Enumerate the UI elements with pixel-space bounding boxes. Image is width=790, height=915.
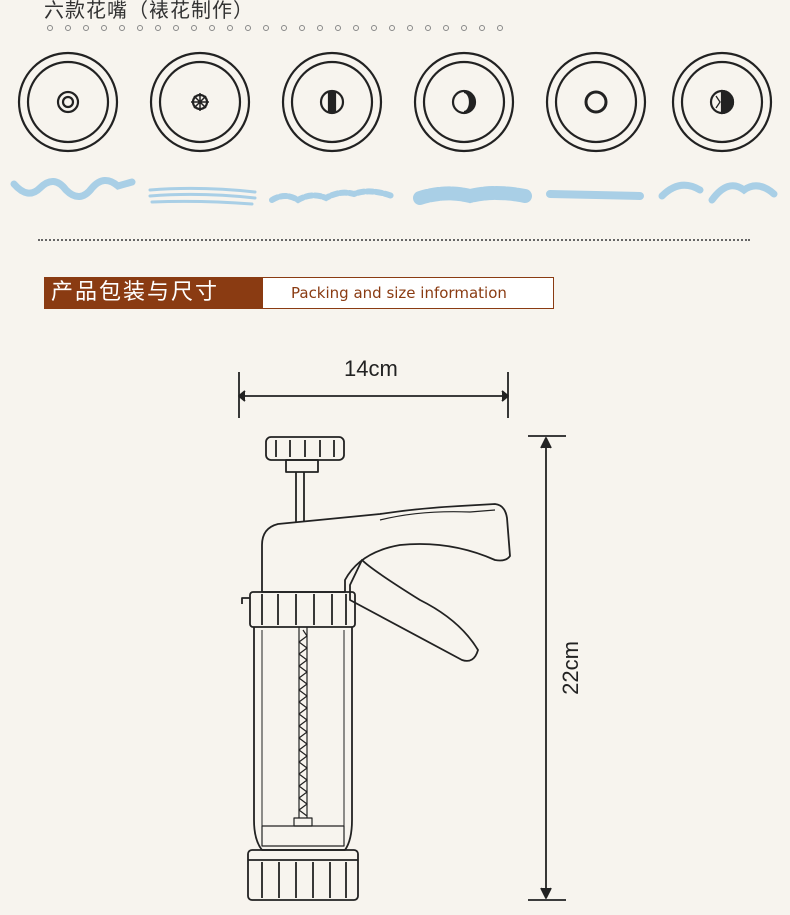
ribbon-icing-sample [148,186,257,206]
barrel [253,627,353,851]
bottom-cap [247,849,359,901]
twist-icing-sample [269,188,395,204]
nozzle-row [17,51,773,153]
double-ring-nozzle-icon [17,51,119,153]
strip-icing-sample [546,190,644,200]
ruffle-icing-sample [413,186,532,205]
decorative-dot-row [47,25,503,31]
barrel-collar [241,591,356,628]
section-header: 产品包装与尺寸 Packing and size information [44,277,554,309]
width-dimension-line [238,372,509,418]
dotted-divider [38,239,750,241]
plunger-rod [295,472,305,522]
leaf-nozzle-icon [671,51,773,153]
crescent-nozzle-icon [413,51,515,153]
cookie-press-drawing [238,372,566,901]
height-dimension-line [528,435,566,901]
arc-icing-sample [658,181,778,204]
height-label: 22cm [558,641,583,695]
ribbon-slot-nozzle-icon [281,51,383,153]
round-nozzle-icon [545,51,647,153]
star-nozzle-icon [149,51,251,153]
press-trigger [349,559,479,662]
inner-threaded-rod [261,627,345,847]
wave-icing-sample [10,177,136,200]
icing-samples [10,177,778,206]
plunger-knob [265,436,345,473]
section-title-en: Packing and size information [291,284,507,302]
press-handle [261,503,511,593]
section-title-cn: 产品包装与尺寸 [45,278,263,308]
width-label: 14cm [344,356,398,381]
nozzle-section-title: 六款花嘴（裱花制作） [44,0,254,22]
